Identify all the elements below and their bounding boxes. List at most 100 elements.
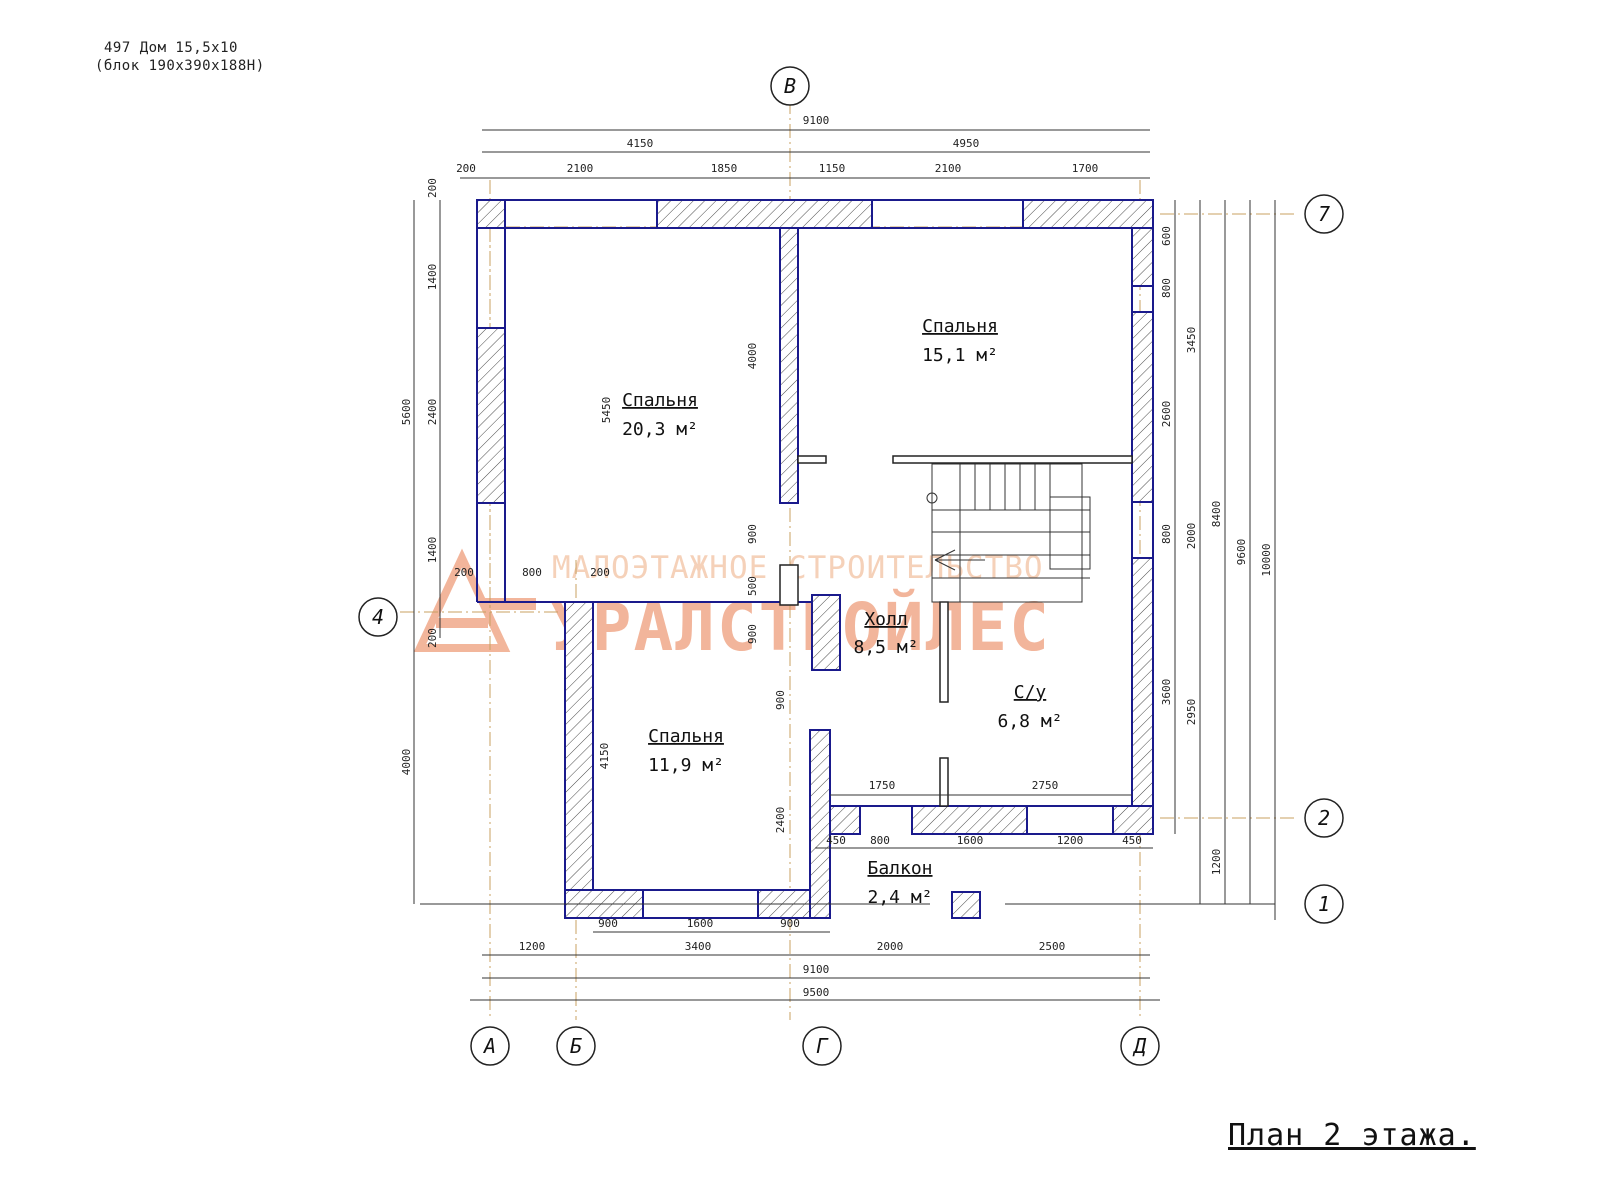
- svg-text:9100: 9100: [803, 963, 830, 976]
- room-bedroom1-name: Спальня: [622, 390, 698, 411]
- svg-text:800: 800: [522, 566, 542, 579]
- svg-text:4000: 4000: [746, 343, 759, 370]
- svg-text:2100: 2100: [935, 162, 962, 175]
- room-hall-name: Холл: [864, 609, 907, 630]
- svg-text:3400: 3400: [685, 940, 712, 953]
- wall-bath-bottom: [911, 805, 1028, 835]
- svg-text:200: 200: [456, 162, 476, 175]
- axis-markers: [358, 66, 1344, 1066]
- window-openings: [476, 199, 1154, 919]
- wall-right-mid: [1131, 311, 1154, 503]
- svg-text:10000: 10000: [1260, 543, 1273, 576]
- dimension-labels: 9100 4150 4950 200 2100 1850 1150 2100 1…: [400, 114, 1273, 999]
- svg-text:200: 200: [454, 566, 474, 579]
- axis-bubble-g: [802, 1026, 842, 1066]
- svg-text:600: 600: [1160, 226, 1173, 246]
- svg-text:900: 900: [774, 690, 787, 710]
- axis-bubble-v: [770, 66, 810, 106]
- room-bath-name: С/у: [1014, 682, 1047, 703]
- svg-text:2100: 2100: [567, 162, 594, 175]
- svg-text:2: 2: [1318, 806, 1330, 830]
- page-title: План 2 этажа.: [1228, 1118, 1476, 1153]
- watermark-big: УРАЛСТРОЙЛЕС: [550, 588, 1051, 666]
- svg-text:1600: 1600: [687, 917, 714, 930]
- svg-text:4150: 4150: [598, 743, 611, 770]
- svg-text:900: 900: [780, 917, 800, 930]
- svg-text:200: 200: [426, 178, 439, 198]
- svg-text:1700: 1700: [1072, 162, 1099, 175]
- svg-text:9600: 9600: [1235, 539, 1248, 566]
- svg-text:450: 450: [1122, 834, 1142, 847]
- svg-text:1400: 1400: [426, 264, 439, 291]
- room-bath-area: 6,8 м²: [997, 711, 1062, 732]
- block-spec: (блок 190х390х188Н): [95, 58, 265, 74]
- svg-text:3450: 3450: [1185, 327, 1198, 354]
- svg-text:2400: 2400: [426, 399, 439, 426]
- svg-text:800: 800: [1160, 278, 1173, 298]
- wall-bath-corner: [1112, 805, 1154, 835]
- svg-text:9100: 9100: [803, 114, 830, 127]
- svg-text:1400: 1400: [426, 537, 439, 564]
- svg-text:5600: 5600: [400, 399, 413, 426]
- svg-text:Д: Д: [1132, 1034, 1147, 1058]
- svg-text:Г: Г: [816, 1034, 829, 1058]
- svg-text:7: 7: [1318, 202, 1330, 226]
- room-bedroom2-area: 15,1 м²: [922, 345, 998, 366]
- svg-text:4150: 4150: [627, 137, 654, 150]
- axis-bubble-4: [358, 597, 398, 637]
- svg-text:1: 1: [1318, 892, 1330, 916]
- svg-text:2750: 2750: [1032, 779, 1059, 792]
- svg-text:450: 450: [826, 834, 846, 847]
- svg-text:3600: 3600: [1160, 679, 1173, 706]
- svg-text:1150: 1150: [819, 162, 846, 175]
- wall-right-low: [1131, 557, 1154, 831]
- staircase: [926, 463, 1091, 603]
- svg-text:1750: 1750: [869, 779, 896, 792]
- wall-hall-column: [811, 594, 841, 671]
- svg-text:900: 900: [746, 624, 759, 644]
- wall-top-right: [1022, 199, 1154, 229]
- watermark: МАЛОЭТАЖНОЕ СТРОИТЕЛЬСТВО УРАЛСТРОЙЛЕС: [413, 548, 1051, 666]
- walls: [476, 199, 1154, 919]
- svg-text:4950: 4950: [953, 137, 980, 150]
- svg-text:200: 200: [590, 566, 610, 579]
- svg-text:В: В: [784, 74, 796, 98]
- axis-bubble-b: [556, 1026, 596, 1066]
- svg-text:2500: 2500: [1039, 940, 1066, 953]
- axis-bubble-7: [1304, 194, 1344, 234]
- axis-bubble-2: [1304, 798, 1344, 838]
- wall-top-mid: [656, 199, 873, 229]
- svg-text:А: А: [482, 1034, 496, 1058]
- svg-text:2000: 2000: [877, 940, 904, 953]
- svg-text:8400: 8400: [1210, 501, 1223, 528]
- axis-labels: В 4 7 2 1 А Б Г Д: [372, 74, 1330, 1058]
- svg-text:1600: 1600: [957, 834, 984, 847]
- svg-text:900: 900: [598, 917, 618, 930]
- svg-text:800: 800: [1160, 524, 1173, 544]
- wall-bed3-left: [564, 601, 594, 919]
- svg-text:5450: 5450: [600, 397, 613, 424]
- wall-left-mid: [476, 327, 506, 504]
- svg-text:500: 500: [746, 576, 759, 596]
- dimension-lines: [413, 129, 1276, 1001]
- svg-text:2600: 2600: [1160, 401, 1173, 428]
- axis-bubble-d: [1120, 1026, 1160, 1066]
- svg-text:2950: 2950: [1185, 699, 1198, 726]
- svg-text:800: 800: [870, 834, 890, 847]
- wall-corner-tl: [476, 199, 506, 229]
- project-title: 497 Дом 15,5х10: [104, 40, 238, 56]
- wall-inner-vertical: [779, 227, 799, 504]
- svg-text:4000: 4000: [400, 749, 413, 776]
- svg-text:1200: 1200: [1210, 849, 1223, 876]
- svg-text:2400: 2400: [774, 807, 787, 834]
- axis-bubble-1: [1304, 884, 1344, 924]
- room-bedroom3-name: Спальня: [648, 726, 724, 747]
- wall-bed3-right: [809, 729, 831, 919]
- svg-text:9500: 9500: [803, 986, 830, 999]
- room-bedroom2-name: Спальня: [922, 316, 998, 337]
- room-bedroom1-area: 20,3 м²: [622, 419, 698, 440]
- svg-text:Б: Б: [570, 1034, 582, 1058]
- room-hall-area: 8,5 м²: [853, 637, 918, 658]
- room-balcony-area: 2,4 м²: [867, 887, 932, 908]
